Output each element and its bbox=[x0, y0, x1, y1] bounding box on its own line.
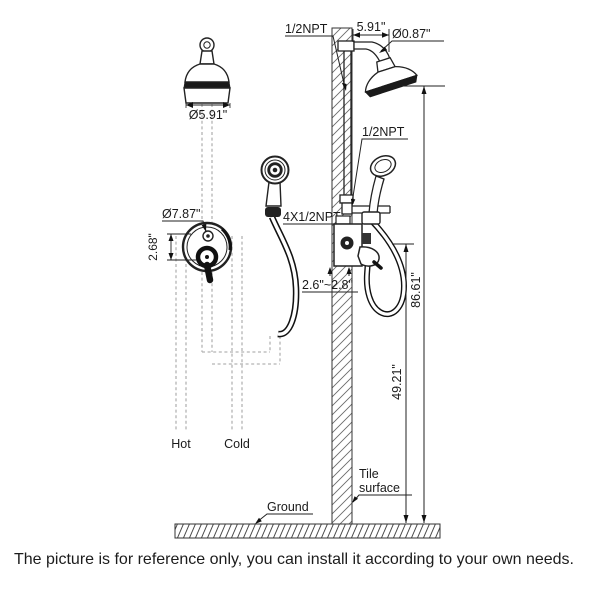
valve-body bbox=[333, 215, 383, 270]
npt-connections-label: 4X1/2NPT bbox=[283, 210, 341, 224]
dim-arm-length bbox=[352, 29, 390, 52]
shower-head-detail bbox=[183, 37, 231, 104]
hand-shower-detail bbox=[260, 155, 300, 338]
dim-valve-spacing bbox=[167, 233, 197, 261]
dim-valve-dia: Ø7.87" bbox=[162, 207, 207, 232]
dim-arm-dia-label: Ø0.87" bbox=[392, 27, 431, 41]
dim-head-dia-label: Ø5.91" bbox=[189, 108, 228, 122]
ground-label: Ground bbox=[267, 500, 309, 514]
hand-shower-right bbox=[361, 155, 408, 317]
tile-surface-label-1: Tile bbox=[359, 467, 379, 481]
shower-installation-diagram: Ø5.91" Ø7.87" 2.68" bbox=[146, 20, 445, 539]
dim-lower-height-label: 49.21" bbox=[390, 364, 404, 400]
dim-valve-spacing-label: 2.68" bbox=[146, 233, 160, 261]
cold-label: Cold bbox=[224, 437, 250, 451]
diagram-canvas: Ø5.91" Ø7.87" 2.68" bbox=[146, 20, 445, 539]
npt-outlet-callout: 1/2NPT bbox=[350, 125, 408, 206]
valve-detail bbox=[181, 221, 233, 284]
hot-label: Hot bbox=[171, 437, 191, 451]
tile-surface-callout: Tile surface bbox=[352, 467, 412, 503]
dim-lower-height bbox=[392, 243, 414, 523]
ground-callout: Ground bbox=[255, 500, 313, 524]
dim-wall-depth: 2.6"~2.8" bbox=[302, 267, 358, 293]
wall-outlet bbox=[339, 194, 391, 215]
ground-bar bbox=[174, 523, 441, 539]
dim-valve-dia-label: Ø7.87" bbox=[162, 207, 201, 221]
dim-total-height-label: 86.61" bbox=[409, 272, 423, 308]
shower-holder bbox=[361, 211, 381, 225]
dim-wall-depth-label: 2.6"~2.8" bbox=[302, 278, 353, 292]
npt-outlet-label: 1/2NPT bbox=[362, 125, 405, 139]
dim-total-height bbox=[402, 85, 445, 523]
caption: The picture is for reference only, you c… bbox=[14, 551, 574, 568]
hidden-piping bbox=[175, 104, 281, 432]
tile-surface-label-2: surface bbox=[359, 481, 400, 495]
hand-shower-hose-right bbox=[363, 217, 408, 317]
dim-arm-length-label: 5.91" bbox=[357, 20, 386, 34]
main-shower-head bbox=[364, 56, 418, 98]
npt-top-callout: 1/2NPT bbox=[285, 22, 347, 91]
hose-nut bbox=[265, 207, 281, 217]
dim-head-dia bbox=[185, 102, 231, 108]
npt-top-label: 1/2NPT bbox=[285, 22, 328, 36]
dim-arm-dia-callout: Ø0.87" bbox=[379, 27, 444, 53]
